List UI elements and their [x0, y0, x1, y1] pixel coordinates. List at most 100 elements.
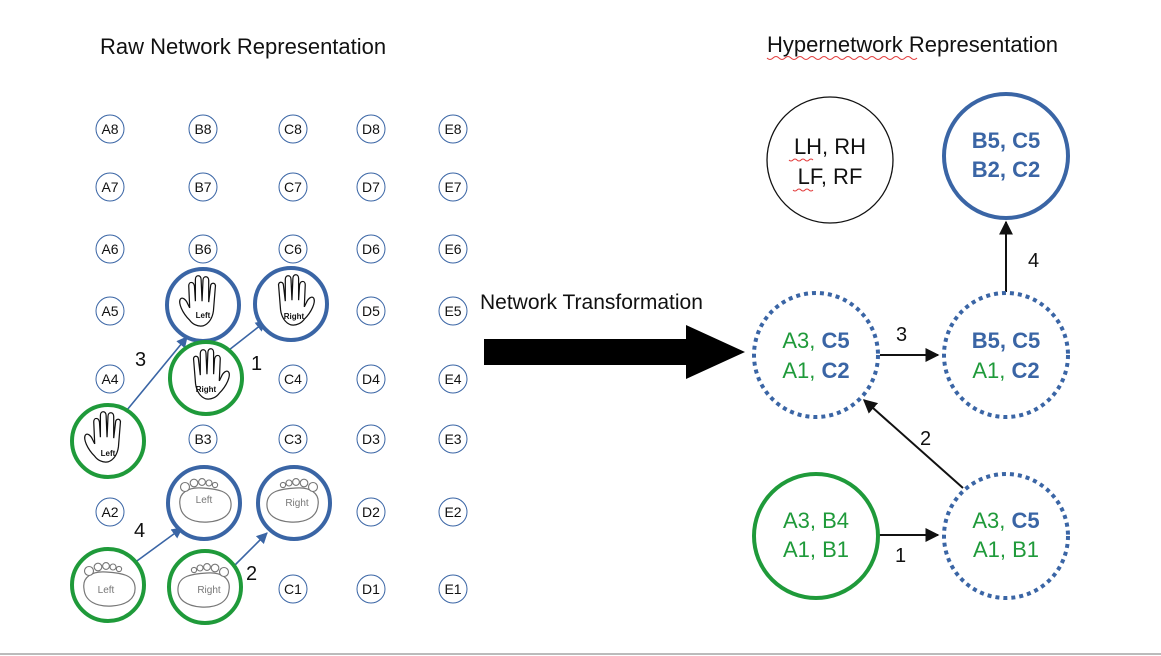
raw-edge-2	[230, 532, 268, 570]
right-hand-label: Right	[284, 312, 305, 321]
transformation-arrow	[484, 325, 745, 379]
grid-label: C3	[284, 431, 302, 447]
node-line-1-part-a: A3,	[782, 328, 821, 353]
raw-edges: 3 1 4 2	[126, 320, 268, 585]
raw-edge-label-3: 3	[135, 349, 146, 371]
grid-label: E6	[444, 241, 461, 257]
hypernetwork-title: Hypernetwork Representation	[767, 32, 1058, 57]
grid-cell-e2: E2	[438, 497, 468, 527]
node-line-2-part-b: C2	[822, 358, 850, 383]
grid-cell-d7: D7	[356, 172, 386, 202]
right-foot-start-node: Right	[167, 549, 243, 625]
hyper-edge-label-1: 1	[895, 545, 906, 567]
hyper-node-mid-right: B5, C5 A1, C2	[942, 291, 1070, 419]
left-foot-end-node: Left	[166, 465, 242, 541]
grid-label: D6	[362, 241, 380, 257]
node-line-1: A3, B4	[783, 508, 849, 533]
grid-label: C6	[284, 241, 302, 257]
node-line-2: A1, B1	[973, 537, 1039, 562]
grid-cell-a2: A2	[95, 497, 125, 527]
grid-cell-d3: D3	[356, 424, 386, 454]
right-foot-label: Right	[197, 585, 221, 596]
left-foot-start-node: Left	[70, 547, 146, 623]
grid-cell-e5: E5	[438, 296, 468, 326]
hyper-edge-label-3: 3	[896, 324, 907, 346]
raw-edge-label-4: 4	[134, 520, 145, 542]
grid-label: B8	[194, 121, 211, 137]
left-hand-end-node: Left	[165, 267, 241, 343]
grid-label: B6	[194, 241, 211, 257]
legend-line-1: LH, RH	[794, 134, 866, 159]
grid-label: B3	[194, 431, 211, 447]
grid-cell-c4: C4	[278, 364, 308, 394]
grid-label: A4	[101, 371, 118, 387]
grid-label: A7	[101, 179, 118, 195]
hyper-node-bottom-left: A3, B4 A1, B1	[752, 472, 880, 600]
node-line-1-part-a: A3,	[972, 508, 1011, 533]
hyper-edges: 1 2 3 4	[862, 220, 1039, 567]
grid-label: D5	[362, 303, 380, 319]
grid-cell-e6: E6	[438, 234, 468, 264]
grid-cell-b7: B7	[188, 172, 218, 202]
grid-cell-a4: A4	[95, 364, 125, 394]
hyper-node-bottom-right: A3, C5 A1, B1	[942, 472, 1070, 600]
node-line-1: A3, C5	[782, 328, 849, 353]
grid-label: E2	[444, 504, 461, 520]
legend-line-2: LF, RF	[798, 164, 863, 189]
grid-cell-e1: E1	[438, 574, 468, 604]
hyper-node-top: B5, C5 B2, C2	[942, 92, 1070, 220]
grid-cell-c8: C8	[278, 114, 308, 144]
spellcheck-underline	[792, 188, 814, 192]
left-foot-label: Left	[98, 585, 115, 596]
grid-cell-b8: B8	[188, 114, 218, 144]
grid-label: E7	[444, 179, 461, 195]
legend-node: LH, RH LF, RF	[766, 96, 894, 224]
grid-label: D3	[362, 431, 380, 447]
grid-label: E5	[444, 303, 461, 319]
grid-label: C1	[284, 581, 302, 597]
transformation-label: Network Transformation	[480, 291, 703, 314]
grid-label: C4	[284, 371, 302, 387]
grid-cell-d6: D6	[356, 234, 386, 264]
node-line-2-part-b: C2	[1012, 358, 1040, 383]
spellcheck-underline	[766, 56, 918, 60]
node-line-1: B5, C5	[972, 328, 1040, 353]
raw-network-title: Raw Network Representation	[100, 34, 386, 59]
node-line-2: A1, B1	[783, 537, 849, 562]
hyper-edge-label-2: 2	[920, 428, 931, 450]
raw-edge-4	[129, 527, 183, 567]
grid-cell-a5: A5	[95, 296, 125, 326]
grid-cell-e7: E7	[438, 172, 468, 202]
hyper-edge-label-4: 4	[1028, 250, 1039, 272]
right-hand-label: Right	[196, 385, 217, 394]
node-line-2: A1, C2	[782, 358, 849, 383]
hyper-edge-2	[862, 399, 964, 489]
grid-label: A2	[101, 504, 118, 520]
raw-edge-label-2: 2	[246, 563, 257, 585]
node-line-2-part-a: A1,	[782, 358, 821, 383]
grid-label: A6	[101, 241, 118, 257]
grid-label: A8	[101, 121, 118, 137]
node-line-1-part-b: C5	[1012, 508, 1040, 533]
grid-cell-b3: B3	[188, 424, 218, 454]
left-hand-label: Left	[196, 311, 211, 320]
grid-label: D8	[362, 121, 380, 137]
grid-cell-c1: C1	[278, 574, 308, 604]
grid-label: B7	[194, 179, 211, 195]
grid-cell-b6: B6	[188, 234, 218, 264]
node-line-1: A3, C5	[972, 508, 1039, 533]
left-foot-label: Left	[196, 495, 213, 506]
grid-cell-a7: A7	[95, 172, 125, 202]
grid-cell-c7: C7	[278, 172, 308, 202]
grid-label: A5	[101, 303, 118, 319]
hyper-node-mid-left: A3, C5 A1, C2	[752, 291, 880, 419]
grid-cell-d8: D8	[356, 114, 386, 144]
grid-label: D1	[362, 581, 380, 597]
grid-cell-d4: D4	[356, 364, 386, 394]
right-foot-end-node: Right	[256, 465, 332, 541]
grid-cell-c3: C3	[278, 424, 308, 454]
node-line-2: A1, C2	[972, 358, 1039, 383]
raw-edge-label-1: 1	[251, 353, 262, 375]
grid-label: E8	[444, 121, 461, 137]
